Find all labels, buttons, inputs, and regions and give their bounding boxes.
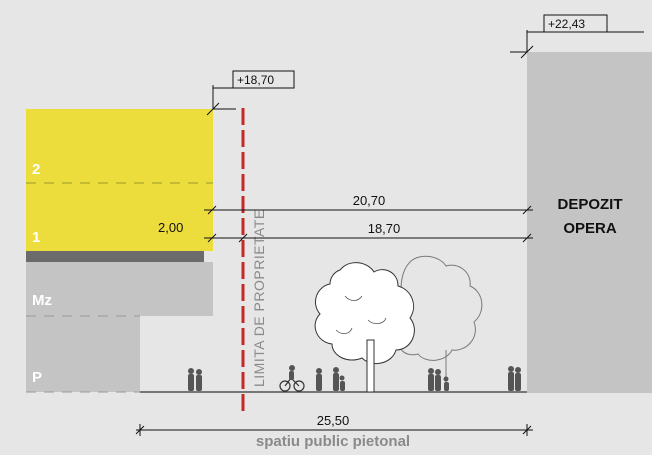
tree-icon — [314, 255, 483, 393]
opera-building: DEPOZIT OPERA — [527, 52, 652, 393]
left-building: 2 1 Mz P — [26, 109, 213, 393]
floor-label-2: 2 — [32, 161, 40, 178]
elevation-left-text: +18,70 — [237, 73, 274, 87]
property-limit-label: LIMITA DE PROPRIETATE — [251, 209, 267, 387]
floor-label-mz: Mz — [32, 292, 52, 309]
floor-label-p: P — [32, 369, 42, 386]
elevation-tag-left: +18,70 — [206, 70, 295, 116]
floor-label-1: 1 — [32, 229, 40, 246]
upper-floors-block — [26, 109, 213, 251]
dim-lower-text: 18,70 — [368, 221, 401, 236]
elevation-right-text: +22,43 — [548, 17, 585, 31]
dim-upper-text: 20,70 — [353, 193, 386, 208]
property-limit: LIMITA DE PROPRIETATE — [241, 108, 267, 416]
pedestrian-icon — [188, 366, 521, 391]
slab-band — [26, 251, 204, 262]
mezzanine-block — [26, 262, 213, 316]
cyclist-icon — [279, 365, 305, 392]
opera-block — [527, 52, 652, 393]
dimension-upper: 20,70 — [204, 193, 533, 215]
public-space-label: spatiu public pietonal — [256, 433, 410, 450]
ground-floor-block — [26, 316, 140, 392]
dimension-lower: 2,00 18,70 — [158, 220, 533, 243]
opera-label-line1: DEPOZIT — [557, 196, 622, 213]
opera-label-line2: OPERA — [563, 220, 617, 237]
elevation-tag-right: +22,43 — [510, 14, 644, 59]
dim-cantilever-text: 2,00 — [158, 220, 183, 235]
dim-street-text: 25,50 — [317, 413, 350, 428]
dimension-street: 25,50 spatiu public pietonal — [135, 413, 533, 450]
